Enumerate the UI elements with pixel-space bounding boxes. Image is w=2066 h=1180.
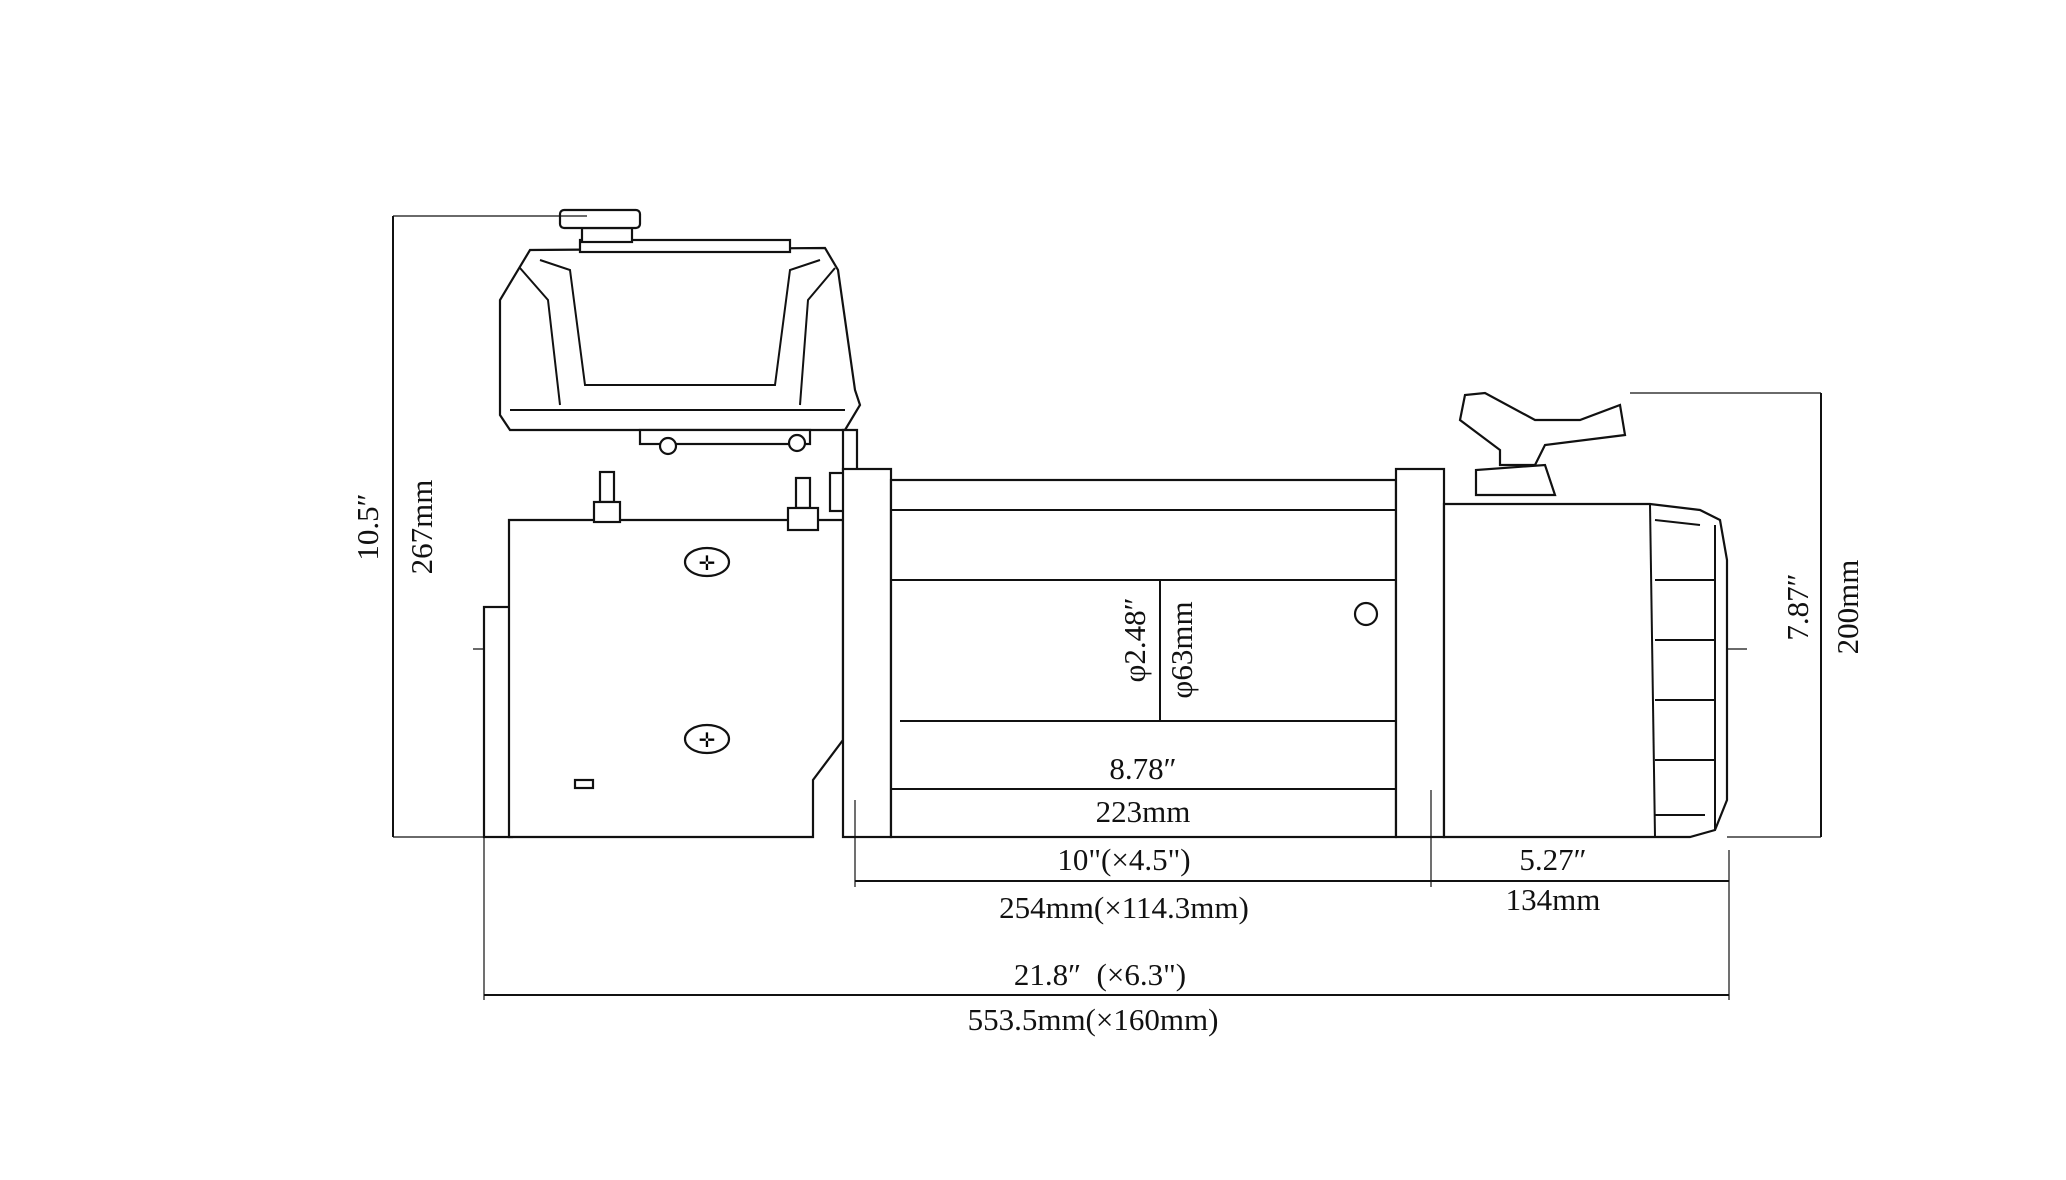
svg-text:✛: ✛ [699, 728, 716, 752]
svg-text:✛: ✛ [699, 551, 716, 575]
gearbox-height-mm-label: 200mm [1830, 560, 1865, 655]
drum-diameter-dimension: φ2.48″ φ63mm [1117, 580, 1199, 721]
mount-spacing-dimension: 10"(×4.5") 254mm(×114.3mm) 5.27″ 134mm [483, 790, 1730, 1000]
overall-length-dimension: 21.8″ (×6.3") 553.5mm(×160mm) [484, 957, 1729, 1037]
drum-diameter-mm-label: φ63mm [1164, 601, 1199, 698]
control-box [498, 208, 862, 456]
bracket [841, 428, 859, 472]
drum-length-in-label: 8.78″ [1109, 751, 1176, 786]
left-end-plate [841, 467, 893, 839]
overall-length-in-label: 21.8″ (×6.3") [1014, 957, 1186, 992]
motor: ✛ ✛ [482, 470, 845, 839]
gearbox [1442, 391, 1729, 839]
gearbox-height-in-label: 7.87″ [1780, 573, 1815, 640]
height-mm-label: 267mm [404, 480, 439, 575]
gearbox-length-in-label: 5.27″ [1519, 842, 1586, 877]
gearbox-height-dimension: 7.87″ 200mm [1630, 392, 1865, 838]
right-end-plate [1394, 467, 1446, 839]
overall-length-mm-label: 553.5mm(×160mm) [968, 1002, 1219, 1037]
drum-length-mm-label: 223mm [1096, 794, 1191, 829]
drum-diameter-in-label: φ2.48″ [1117, 597, 1152, 682]
mount-spacing-in-label: 10"(×4.5") [1057, 842, 1190, 877]
drum-length-dimension: 8.78″ 223mm [891, 751, 1396, 829]
height-in-label: 10.5″ [350, 493, 385, 560]
mount-spacing-mm-label: 254mm(×114.3mm) [999, 890, 1249, 925]
gearbox-length-mm-label: 134mm [1506, 882, 1601, 917]
overall-height-dimension: 10.5″ 267mm [350, 215, 813, 838]
drum [889, 478, 1398, 839]
